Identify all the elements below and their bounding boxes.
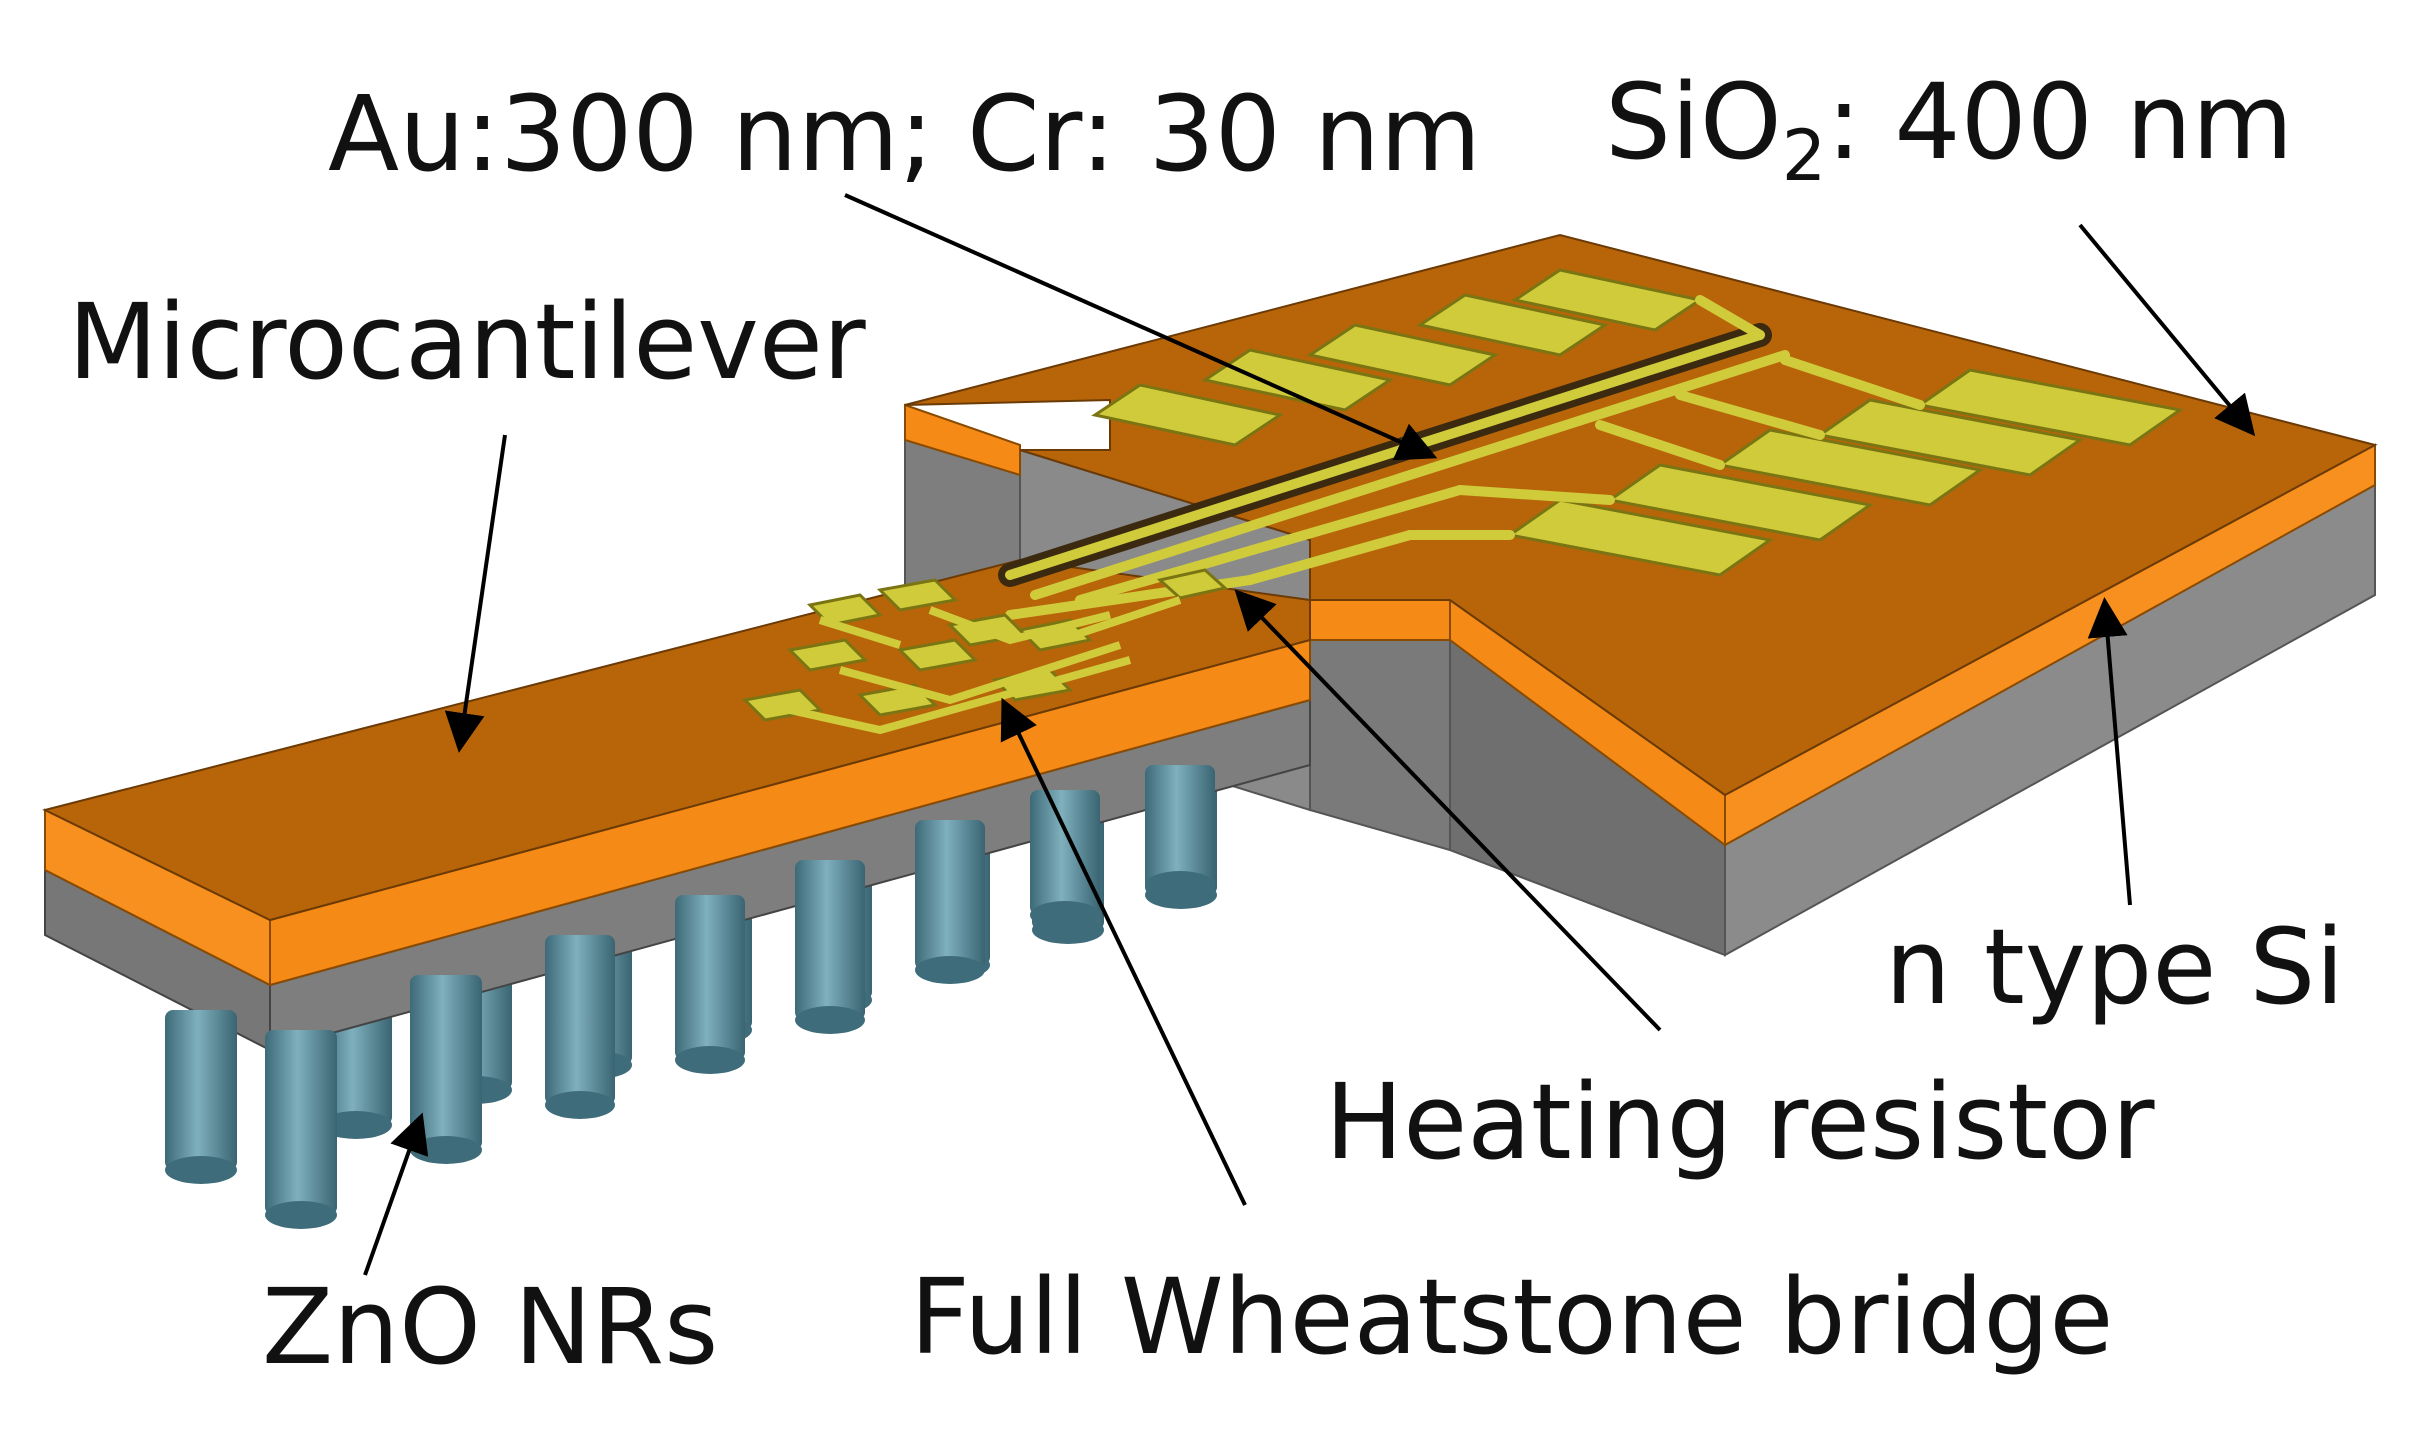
label-substrate: n type Si [1885,906,2345,1028]
arrow-nanorods [363,1112,429,1276]
nanorod [1030,790,1100,929]
label-oxide-prefix: SiO [1605,61,1782,183]
arrow-substrate [2087,597,2132,906]
arrow-heater [1234,589,1662,1032]
microcantilever [42,558,1311,1052]
contact-pad [1511,268,1704,332]
label-metal-layers: Au:300 nm; Cr: 30 nm [328,73,1482,195]
contact-pad [1201,348,1394,412]
label-microcantilever: Microcantilever [68,281,866,403]
label-heating-resistor: Heating resistor [1325,1061,2155,1183]
nanorod [675,895,745,1074]
bridge-pad [876,578,959,612]
label-oxide-layer: SiO2: 400 nm [1605,70,2293,191]
nanorod [265,1030,337,1229]
contact-pad [1091,383,1284,447]
nanorod [545,935,615,1119]
metal-traces [998,295,1925,620]
label-oxide-subscript: 2 [1781,115,1827,197]
nanorod [165,1010,237,1184]
contact-pad [1916,368,2184,447]
arrow-cantilever [444,434,507,753]
contact-pad [1716,428,1984,507]
contact-pad [1506,498,1774,577]
label-wheatstone-bridge: Full Wheatstone bridge [910,1256,2114,1378]
nanorod [795,860,865,1034]
contact-pads [1091,268,2184,577]
callout-arrows [363,193,2256,1276]
heating-resistor [1156,568,1229,600]
arrow-metal-layers [844,193,1438,461]
bridge-pad [896,638,979,672]
contact-pad [1606,463,1874,542]
arrow-sio2 [2078,223,2256,437]
contact-pad [1306,323,1499,387]
nanorods-front [165,765,1215,1229]
nanorod [410,975,482,1164]
nanorod [915,820,985,984]
bridge-pad [786,638,869,672]
label-oxide-suffix: : 400 nm [1826,61,2294,183]
contact-pad [1416,293,1609,357]
label-nanorods: ZnO NRs [262,1266,719,1388]
bridge-traces [789,596,1182,735]
contact-pad [1816,398,2084,477]
arrow-bridge [1000,697,1247,1206]
nanorod [1145,765,1215,899]
